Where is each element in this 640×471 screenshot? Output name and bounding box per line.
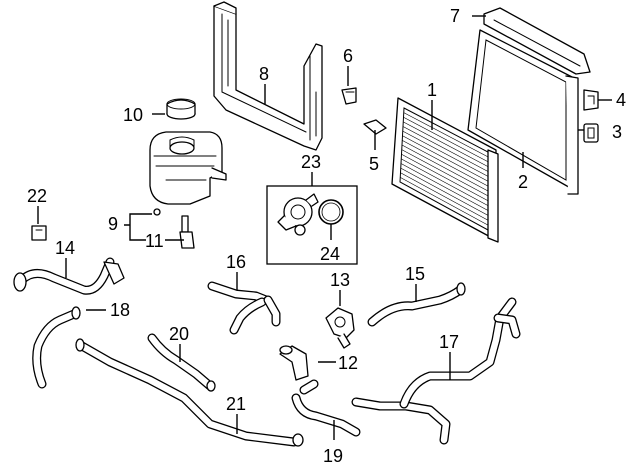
callout-12[interactable]: 12 [338, 353, 358, 373]
part-20-hose[interactable] [147, 333, 216, 392]
callout-23[interactable]: 23 [301, 152, 321, 172]
part-2-condenser[interactable] [467, 29, 579, 195]
callout-2[interactable]: 2 [518, 172, 528, 192]
radiator-fin [402, 135, 489, 182]
callout-5[interactable]: 5 [369, 154, 379, 174]
part-21-hose[interactable] [75, 338, 304, 447]
radiator-fin [400, 177, 489, 226]
part-14-upper-hose[interactable] [13, 257, 125, 295]
callout-24[interactable]: 24 [320, 244, 340, 264]
callout-17[interactable]: 17 [439, 332, 459, 352]
radiator-fins [400, 112, 489, 226]
callout-4[interactable]: 4 [616, 90, 626, 110]
radiator-fin [402, 126, 489, 172]
leader-lines [37, 15, 612, 440]
callout-3[interactable]: 3 [612, 122, 622, 142]
callout-14[interactable]: 14 [55, 238, 75, 258]
callout-22[interactable]: 22 [27, 186, 47, 206]
callout-11[interactable]: 11 [145, 231, 164, 251]
radiator-fin [403, 112, 489, 158]
part-1-radiator[interactable] [391, 97, 499, 243]
callout-21[interactable]: 21 [226, 394, 246, 414]
part-6-clip[interactable] [341, 87, 357, 105]
part-19-hose[interactable] [291, 379, 361, 437]
callout-7[interactable]: 7 [450, 6, 460, 26]
part-9-coolant-reservoir[interactable] [149, 131, 227, 216]
part-7-upper-support[interactable] [483, 7, 591, 75]
part-11-level-sensor[interactable] [179, 215, 195, 249]
callout-20[interactable]: 20 [169, 324, 189, 344]
callout-18[interactable]: 18 [110, 300, 130, 320]
part-17-hose[interactable] [351, 297, 521, 445]
callout-16[interactable]: 16 [226, 252, 246, 272]
callout-10[interactable]: 10 [123, 105, 143, 125]
part-16-hose[interactable] [207, 281, 281, 335]
callout-labels: 1 2 3 4 5 6 7 8 9 10 11 12 13 14 15 16 1… [27, 6, 626, 466]
part-10-reservoir-cap[interactable] [166, 98, 196, 120]
radiator-fin [402, 130, 489, 177]
part-4-bracket[interactable] [583, 89, 599, 111]
part-18-hose[interactable] [32, 306, 81, 389]
water-pump [277, 193, 319, 236]
callout-15[interactable]: 15 [405, 264, 425, 284]
part-23-water-pump-kit[interactable] [266, 185, 358, 265]
callout-9[interactable]: 9 [108, 214, 118, 234]
callout-13[interactable]: 13 [330, 270, 350, 290]
radiator-fin [400, 163, 489, 211]
part-12-hose-elbow[interactable] [279, 345, 309, 381]
radiator-fin [400, 167, 489, 216]
radiator-fin [401, 149, 489, 197]
part-22-sensor[interactable] [31, 225, 47, 241]
callout-19[interactable]: 19 [323, 446, 343, 466]
radiator-fin [401, 144, 489, 192]
radiator-fin [403, 116, 489, 163]
callout-6[interactable]: 6 [343, 46, 353, 66]
part-15-hose[interactable] [367, 282, 466, 327]
callout-1[interactable]: 1 [427, 80, 437, 100]
radiator-fin [403, 121, 489, 167]
radiator-fin [402, 140, 489, 187]
radiator-fin [401, 158, 489, 206]
radiator-fin [400, 172, 489, 221]
part-8-radiator-support-frame[interactable] [213, 1, 323, 151]
radiator-fin [401, 153, 489, 202]
part-13-thermostat-housing[interactable] [325, 307, 355, 349]
part-3-mount-cushion[interactable] [583, 123, 599, 143]
callout-8[interactable]: 8 [259, 64, 269, 84]
part-5-clip[interactable] [363, 119, 387, 135]
